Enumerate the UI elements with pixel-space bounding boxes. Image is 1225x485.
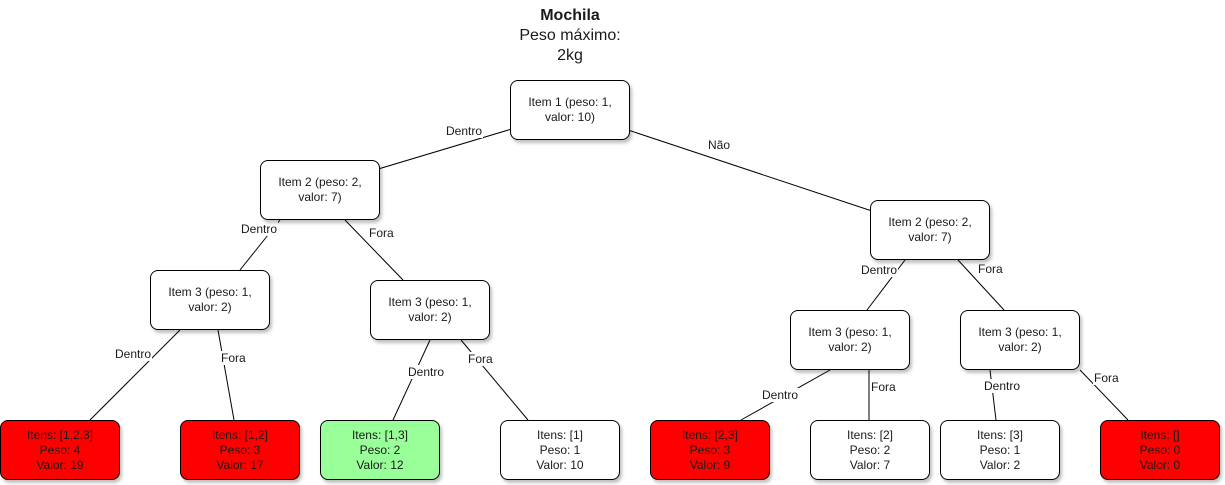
edge-label-ll-right: Fora (220, 351, 247, 365)
title-subtitle: Peso máximo: (519, 27, 621, 44)
leaf-node: Itens: [1] Peso: 1 Valor: 10 (500, 420, 620, 480)
leaf-itens: Itens: [2,3] (681, 427, 739, 442)
leaf-peso: Peso: 0 (1139, 442, 1181, 457)
leaf-peso: Peso: 4 (39, 442, 81, 457)
leaf-itens: Itens: [1,3] (351, 427, 409, 442)
edge-root-left (374, 127, 516, 171)
edge-label-rr-right: Fora (1093, 371, 1120, 385)
edge-label-rl-right: Fora (870, 380, 897, 394)
leaf-valor: Valor: 17 (216, 457, 264, 472)
leaf-peso: Peso: 2 (849, 442, 891, 457)
node-item2-right: Item 2 (peso: 2, valor: 7) (870, 200, 990, 260)
leaf-itens: Itens: [2] (846, 427, 894, 442)
node-item3-ll: Item 3 (peso: 1, valor: 2) (150, 270, 270, 330)
leaf-node: Itens: [2,3] Peso: 3 Valor: 9 (650, 420, 770, 480)
edge-ll-left (89, 329, 181, 421)
edge-label-rl-left: Dentro (761, 388, 800, 402)
edge-r-left (866, 259, 906, 311)
edge-label-r-right: Fora (977, 262, 1004, 276)
node-text-line1: Item 3 (peso: 1, (168, 285, 252, 299)
node-text-line2: valor: 2) (188, 300, 232, 314)
leaf-node: Itens: [1,2,3] Peso: 4 Valor: 19 (0, 420, 120, 480)
edge-rr-right (1079, 369, 1129, 421)
leaf-valor: Valor: 10 (536, 457, 584, 472)
leaf-peso: Peso: 1 (979, 442, 1021, 457)
node-item1-root: Item 1 (peso: 1, valor: 10) (510, 80, 630, 140)
node-item3-lr: Item 3 (peso: 1, valor: 2) (370, 280, 490, 340)
leaf-valor: Valor: 0 (1139, 457, 1181, 472)
node-text-line1: Item 1 (peso: 1, (528, 95, 612, 109)
edge-label-lr-right: Fora (467, 352, 494, 366)
node-item3-rr: Item 3 (peso: 1, valor: 2) (960, 310, 1080, 370)
node-text-line1: Item 2 (peso: 2, (888, 215, 972, 229)
edge-label-l-right: Fora (368, 226, 395, 240)
edge-label-rr-left: Dentro (983, 379, 1022, 393)
edge-label-root-right: Não (707, 138, 732, 152)
diagram-title: Mochila Peso máximo: 2kg (470, 6, 670, 66)
node-text-line2: valor: 2) (828, 340, 872, 354)
node-text-line2: valor: 7) (298, 190, 342, 204)
leaf-peso: Peso: 2 (359, 442, 401, 457)
node-text-line2: valor: 7) (908, 230, 952, 244)
leaf-itens: Itens: [1,2] (211, 427, 269, 442)
edge-label-l-left: Dentro (240, 222, 279, 236)
title-name: Mochila (540, 7, 600, 24)
leaf-node: Itens: [1,2] Peso: 3 Valor: 17 (180, 420, 300, 480)
leaf-valor: Valor: 2 (979, 457, 1021, 472)
node-item3-rl: Item 3 (peso: 1, valor: 2) (790, 310, 910, 370)
leaf-valor: Valor: 12 (356, 457, 404, 472)
leaf-node: Itens: [] Peso: 0 Valor: 0 (1100, 420, 1220, 480)
node-item2-left: Item 2 (peso: 2, valor: 7) (260, 160, 380, 220)
node-text-line2: valor: 10) (544, 110, 596, 124)
edge-lr-left (392, 339, 431, 421)
leaf-node: Itens: [1,3] Peso: 2 Valor: 12 (320, 420, 440, 480)
edge-label-r-left: Dentro (860, 263, 899, 277)
node-text-line1: Item 2 (peso: 2, (278, 175, 362, 189)
leaf-itens: Itens: [1,2,3] (26, 427, 94, 442)
node-text-line1: Item 3 (peso: 1, (808, 325, 892, 339)
leaf-peso: Peso: 3 (689, 442, 731, 457)
leaf-valor: Valor: 7 (849, 457, 891, 472)
leaf-peso: Peso: 1 (539, 442, 581, 457)
leaf-node: Itens: [2] Peso: 2 Valor: 7 (810, 420, 930, 480)
edge-label-root-left: Dentro (445, 124, 484, 138)
node-text-line1: Item 3 (peso: 1, (388, 295, 472, 309)
leaf-itens: Itens: [] (1140, 427, 1180, 442)
leaf-peso: Peso: 3 (219, 442, 261, 457)
edge-rr-left (989, 369, 997, 421)
leaf-valor: Valor: 9 (689, 457, 731, 472)
edge-label-ll-left: Dentro (114, 347, 153, 361)
leaf-itens: Itens: [1] (536, 427, 584, 442)
leaf-valor: Valor: 19 (36, 457, 84, 472)
edge-label-lr-left: Dentro (407, 365, 446, 379)
edge-r-right (957, 259, 1005, 311)
edge-l-right (344, 219, 404, 281)
title-capacity: 2kg (557, 47, 583, 64)
node-text-line1: Item 3 (peso: 1, (978, 325, 1062, 339)
edge-ll-right (217, 329, 235, 421)
node-text-line2: valor: 2) (408, 310, 452, 324)
leaf-node: Itens: [3] Peso: 1 Valor: 2 (940, 420, 1060, 480)
node-text-line2: valor: 2) (998, 340, 1042, 354)
leaf-itens: Itens: [3] (976, 427, 1024, 442)
edge-root-right (627, 129, 873, 212)
